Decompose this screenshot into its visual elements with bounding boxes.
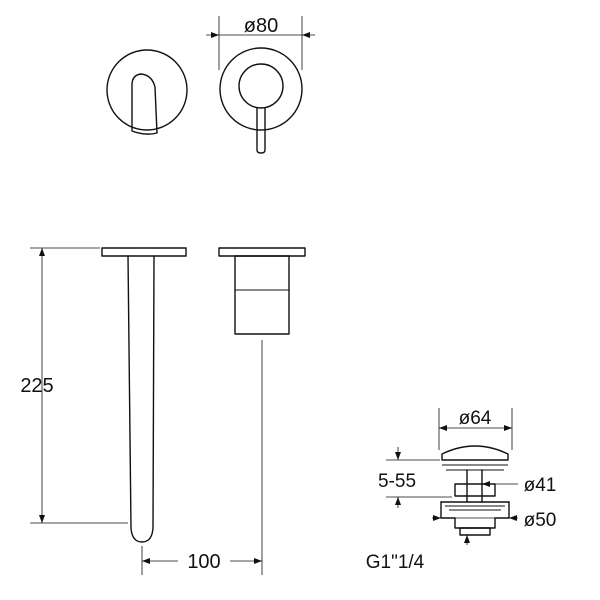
drain-thread-tail	[459, 527, 491, 536]
mixer-cartridge-knob	[238, 63, 284, 109]
mixer-lever	[256, 107, 266, 154]
mixer-cover-plate	[219, 47, 303, 131]
mixer-side-view	[218, 247, 306, 335]
flange-diameter-dimension	[432, 515, 518, 521]
projection-dimension	[141, 340, 263, 575]
plate-diameter-label: ø80	[244, 15, 278, 37]
spout-side-view	[101, 247, 187, 543]
spout-wall-plate	[101, 247, 187, 257]
thread-label: G1"1/4	[366, 552, 425, 573]
spout-length-dimension	[30, 247, 128, 524]
mixer-wall-plate	[218, 247, 306, 257]
spout-length-label: 225	[20, 375, 53, 397]
body-diameter-label: ø41	[524, 475, 557, 496]
drain-waste-drawing	[440, 445, 510, 536]
drain-cap	[441, 445, 509, 461]
cap-diameter-label: ø64	[459, 408, 492, 429]
mixer-front-view	[219, 47, 303, 154]
plate-diameter-dimension	[206, 16, 315, 70]
spout-outlet	[131, 73, 158, 135]
body-diameter-dimension	[458, 481, 518, 487]
spout-cover-plate	[106, 49, 188, 131]
spout-body	[127, 255, 155, 543]
spout-front-view	[106, 49, 188, 135]
mixer-handle-body	[234, 255, 290, 335]
flange-diameter-label: ø50	[524, 510, 557, 531]
adjust-range-dimension	[386, 447, 452, 508]
adjust-range-label: 5-55	[378, 471, 416, 492]
projection-label: 100	[187, 551, 220, 573]
thread-leader	[464, 535, 470, 545]
cap-diameter-dimension	[438, 408, 513, 450]
